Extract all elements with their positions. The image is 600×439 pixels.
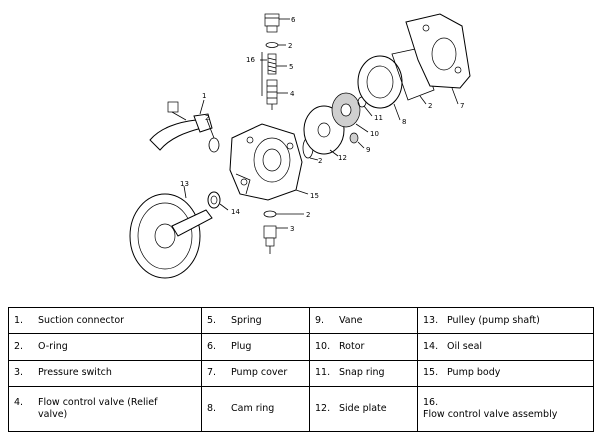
legend-row: 4. Flow control valve (Relief valve) 8. Ca… xyxy=(8,386,594,432)
legend-number: 6. xyxy=(207,341,217,353)
pressure-switch-part xyxy=(263,225,277,254)
o-ring-upper-part xyxy=(265,42,279,48)
legend-cell: 3. Pressure switch xyxy=(8,359,202,388)
legend-cell: 4. Flow control valve (Relief valve) xyxy=(8,386,202,432)
legend-label: Pressure switch xyxy=(38,367,112,379)
callout-2-lower: 2 xyxy=(306,211,310,219)
legend-cell: 5. Spring xyxy=(201,306,310,335)
legend-label: Vane xyxy=(339,314,363,326)
callout-7: 7 xyxy=(460,102,464,110)
legend-cell: 11. Snap ring xyxy=(309,359,418,388)
legend-cell: 1. Suction connector xyxy=(8,306,202,335)
legend-cell: 7. Pump cover xyxy=(201,359,310,388)
legend-label: Pulley (pump shaft) xyxy=(447,314,540,326)
legend-label: Side plate xyxy=(339,403,387,415)
callout-1: 1 xyxy=(202,92,206,100)
legend-number: 15. xyxy=(423,367,439,379)
legend-label: Flow control valve (Relief valve) xyxy=(38,397,158,421)
legend-cell: 12. Side plate xyxy=(309,386,418,432)
legend-label: Spring xyxy=(231,314,262,326)
legend-number: 4. xyxy=(14,397,24,409)
legend-label: Flow control valve assembly xyxy=(423,409,558,421)
legend-number: 3. xyxy=(14,367,24,379)
callout-13: 13 xyxy=(180,180,189,188)
callout-8: 8 xyxy=(402,118,406,126)
callout-15: 15 xyxy=(310,192,319,200)
callout-2-mid: 2 xyxy=(318,157,322,165)
callout-4: 4 xyxy=(290,90,295,98)
legend-row: 1. Suction connector 5. Spring 9. Vane 13. P… xyxy=(8,306,594,335)
callout-11: 11 xyxy=(374,114,383,122)
plug-part xyxy=(264,13,280,33)
o-ring-suction-part xyxy=(208,137,220,153)
legend-label: Plug xyxy=(231,341,252,353)
o-ring-cover-part xyxy=(391,47,435,101)
legend-number: 12. xyxy=(315,403,331,415)
spring-part xyxy=(267,53,277,75)
legend-cell: 15. Pump body xyxy=(417,359,594,388)
legend-label: Rotor xyxy=(339,341,365,353)
legend-label: O-ring xyxy=(38,341,68,353)
callout-12: 12 xyxy=(338,154,347,162)
suction-connector-part xyxy=(149,101,213,151)
legend-cell: 13. Pulley (pump shaft) xyxy=(417,306,594,335)
legend-number: 11. xyxy=(315,367,331,379)
legend-cell: 16.Flow control valve assembly xyxy=(417,386,594,432)
pulley-part xyxy=(129,193,213,279)
legend-number: 10. xyxy=(315,341,331,353)
legend-cell: 2. O-ring xyxy=(8,333,202,361)
callout-3: 3 xyxy=(290,225,294,233)
legend-number: 13. xyxy=(423,314,439,326)
callout-2-left: 2 xyxy=(205,114,209,122)
legend-label: Suction connector xyxy=(38,314,125,326)
callout-9: 9 xyxy=(366,146,370,154)
legend-cell: 6. Plug xyxy=(201,333,310,361)
callout-10: 10 xyxy=(370,130,379,138)
o-ring-lower-part xyxy=(263,210,277,218)
legend-label: Pump cover xyxy=(231,367,288,379)
legend-cell: 10. Rotor xyxy=(309,333,418,361)
legend-cell: 14. Oil seal xyxy=(417,333,594,361)
legend-label: Cam ring xyxy=(231,403,275,415)
legend-number: 1. xyxy=(14,314,24,326)
callout-6: 6 xyxy=(291,16,296,24)
callout-2-right: 2 xyxy=(428,102,432,110)
legend-row: 3. Pressure switch 7. Pump cover 11. Snap r… xyxy=(8,359,594,388)
rotor-part xyxy=(331,92,361,128)
legend-label: Snap ring xyxy=(339,367,385,379)
legend-number: 2. xyxy=(14,341,24,353)
legend-label: Pump body xyxy=(447,367,501,379)
callout-5: 5 xyxy=(289,63,293,71)
legend-cell: 8. Cam ring xyxy=(201,386,310,432)
pump-cover-part xyxy=(405,13,471,89)
callout-16: 16 xyxy=(246,56,255,64)
legend-row: 2. O-ring 6. Plug 10. Rotor 14. Oil seal xyxy=(8,333,594,361)
callout-14: 14 xyxy=(231,208,240,216)
exploded-parts-diagram: 6 2 16 5 4 1 2 13 14 15 2 3 2 12 9 10 11… xyxy=(129,13,471,279)
legend-number: 8. xyxy=(207,403,217,415)
legend-label: Oil seal xyxy=(447,341,483,353)
flow-control-valve-part xyxy=(266,79,278,110)
legend-number: 5. xyxy=(207,314,217,326)
legend-number: 9. xyxy=(315,314,325,326)
legend-cell: 9. Vane xyxy=(309,306,418,335)
oil-seal-part xyxy=(207,191,221,209)
pump-body-part xyxy=(229,123,303,201)
parts-legend-table: 1. Suction connector 5. Spring 9. Vane 13. P… xyxy=(8,306,594,432)
callout-2-top: 2 xyxy=(288,42,292,50)
vane-part xyxy=(349,132,359,144)
legend-number: 7. xyxy=(207,367,217,379)
legend-number: 16. xyxy=(423,397,439,409)
cam-ring-part xyxy=(357,55,403,109)
legend-number: 14. xyxy=(423,341,439,353)
